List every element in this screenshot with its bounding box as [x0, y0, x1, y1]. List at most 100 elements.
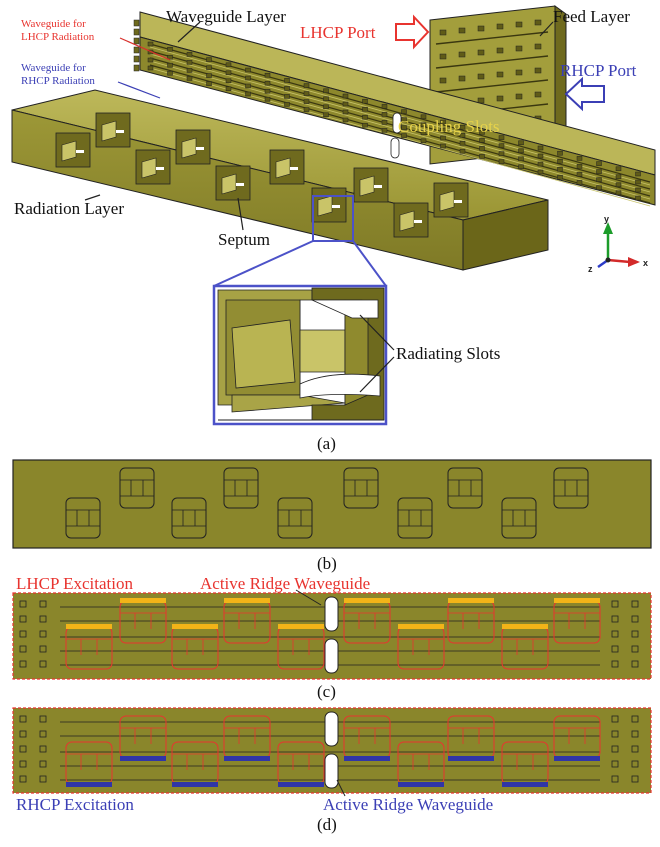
septum-block	[141, 157, 157, 179]
waveguide-pin	[284, 102, 290, 107]
edge-pin	[611, 775, 619, 783]
waveguide-pin	[635, 171, 641, 177]
waveguide-pin	[401, 125, 407, 130]
feed-pin	[477, 25, 485, 32]
slot-opening	[196, 147, 204, 150]
waveguide-pin	[479, 146, 485, 151]
coupling-slot	[324, 753, 339, 789]
feed-pin	[458, 51, 466, 58]
edge-pin	[19, 760, 27, 768]
waveguide-pin	[420, 114, 427, 120]
waveguide-pin	[303, 99, 310, 104]
label-waveguide-rhcp-line1: Waveguide for	[21, 62, 86, 74]
waveguide-pin	[362, 98, 368, 104]
waveguide-pin	[459, 132, 466, 138]
feed-pin	[496, 71, 504, 78]
waveguide-pin	[420, 130, 427, 136]
waveguide-pin	[303, 91, 310, 96]
label-waveguide-lhcp-line1: Waveguide for	[21, 18, 86, 30]
slot-opening	[454, 200, 462, 203]
waveguide-pin	[498, 159, 505, 164]
waveguide-pin	[479, 154, 485, 159]
edge-pin	[19, 645, 27, 653]
feed-pin	[477, 97, 485, 104]
waveguide-pin	[596, 169, 602, 174]
waveguide-pin	[537, 161, 544, 167]
waveguide-pin	[576, 180, 583, 185]
waveguide-pin	[147, 57, 154, 63]
feed-ridge	[435, 31, 549, 45]
excitation-bar	[344, 756, 390, 761]
panel-b: (b)	[12, 459, 652, 573]
excitation-bar	[172, 624, 218, 629]
edge-pin	[133, 46, 140, 54]
waveguide-pin	[479, 130, 485, 135]
waveguide-pin	[186, 52, 193, 57]
excitation-bar	[224, 756, 270, 761]
label-waveguide-lhcp: Waveguide for LHCP Radiation	[21, 18, 95, 43]
edge-pin	[19, 615, 27, 623]
caption-d: (d)	[317, 815, 337, 834]
edge-pin	[39, 760, 47, 768]
excitation-bar	[344, 598, 390, 603]
waveguide-pin	[323, 104, 329, 110]
excitation-bar	[554, 756, 600, 761]
waveguide-pin	[420, 138, 427, 144]
septum-block	[399, 210, 415, 232]
edge-pin	[39, 745, 47, 753]
feed-ridge	[435, 79, 549, 93]
waveguide-pin	[381, 112, 388, 117]
feed-pin	[515, 21, 523, 28]
label-waveguide-lhcp-line2: LHCP Radiation	[21, 31, 95, 43]
edge-pin	[611, 630, 619, 638]
slot-opening	[374, 185, 382, 188]
septum-block	[275, 157, 291, 179]
edge-pin	[39, 660, 47, 668]
waveguide-pin	[167, 46, 173, 52]
waveguide-pin	[362, 114, 368, 120]
feed-pin	[439, 53, 447, 60]
waveguide-pin	[342, 117, 349, 123]
waveguide-pin	[459, 148, 466, 154]
feed-pin	[477, 73, 485, 80]
waveguide-pin	[342, 93, 349, 99]
edge-pin	[19, 660, 27, 668]
waveguide-pin	[323, 96, 329, 102]
edge-pin	[39, 775, 47, 783]
label-active-ridge-c: Active Ridge Waveguide	[200, 574, 370, 593]
excitation-bar	[278, 782, 324, 787]
waveguide-pin	[245, 67, 251, 73]
waveguide-pin	[596, 185, 602, 190]
edge-pin	[133, 19, 140, 27]
slot-cell	[397, 497, 433, 539]
edge-pin	[19, 715, 27, 723]
excitation-bar	[278, 624, 324, 629]
slot-opening	[236, 183, 244, 186]
edge-pin	[19, 600, 27, 608]
edge-pin	[133, 28, 140, 36]
edge-pin	[19, 775, 27, 783]
label-feed-layer: Feed Layer	[553, 7, 630, 26]
waveguide-pin	[284, 86, 290, 91]
waveguide-pin	[498, 135, 505, 140]
excitation-bar	[502, 624, 548, 629]
excitation-bar	[448, 756, 494, 761]
waveguide-pin	[596, 177, 602, 182]
excitation-bar	[224, 598, 270, 603]
waveguide-pin	[186, 68, 193, 73]
slot-cell	[171, 497, 207, 539]
feed-pin	[534, 43, 542, 50]
waveguide-pin	[479, 138, 485, 143]
waveguide-pin	[245, 91, 251, 97]
edge-pin	[631, 660, 639, 668]
waveguide-pin	[284, 78, 290, 83]
feed-pin	[515, 45, 523, 52]
edge-pin	[39, 600, 47, 608]
waveguide-pin	[440, 135, 446, 141]
slot-opening	[290, 167, 298, 170]
feed-pin	[534, 91, 542, 98]
edge-pin	[631, 715, 639, 723]
waveguide-pin	[440, 127, 446, 133]
waveguide-pin	[635, 179, 641, 185]
waveguide-pin	[362, 106, 368, 112]
